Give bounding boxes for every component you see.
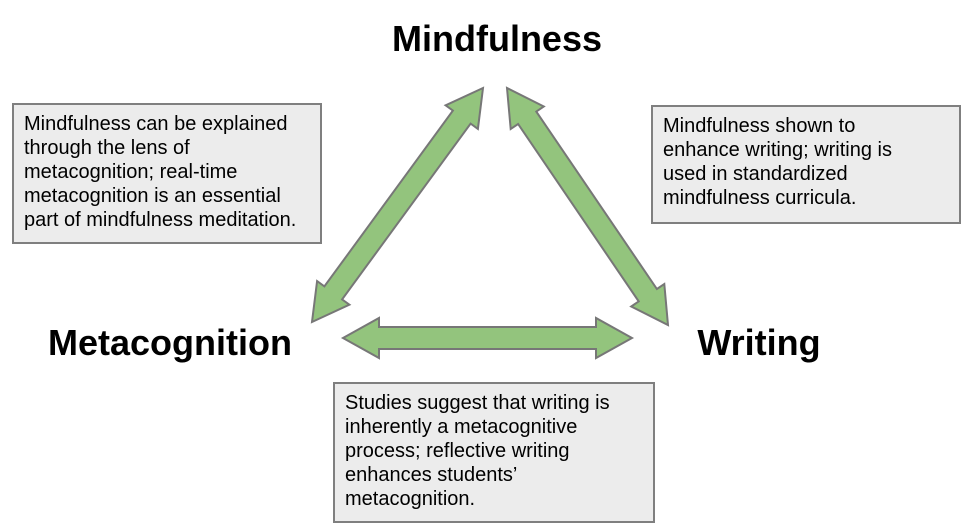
node-label-metacognition: Metacognition [48,322,292,363]
node-label-mindfulness: Mindfulness [391,18,603,59]
arrow-mindfulness-writing [505,86,670,327]
arrow-metacognition-writing [340,316,635,360]
node-label-writing: Writing [697,322,821,363]
arrow-mindfulness-metacognition [310,86,485,324]
